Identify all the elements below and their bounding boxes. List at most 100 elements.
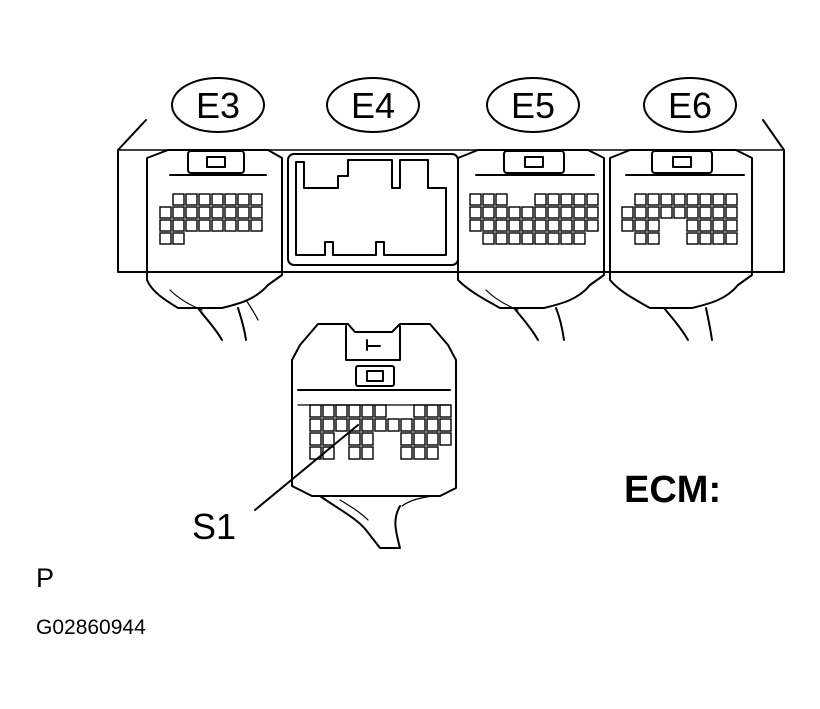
e6-pin-cavity [673,193,686,206]
e6-pin-cavity [634,206,647,219]
e5-pin-cavity [560,206,573,219]
s1-pin-cavity [361,418,374,432]
s1-pin-cavity [348,432,361,446]
s1-pin-cavity [426,446,439,460]
view-marker: P [36,563,55,593]
e3-pin-cavity [159,206,172,219]
e3-pin-cavity [237,193,250,206]
e6-pin-cavity [621,219,634,232]
e5-pin-cavity [573,206,586,219]
e3-pin-cavity [172,206,185,219]
e3-pin-cavity [198,193,211,206]
e5-pin-cavity [495,193,508,206]
label-oval-e5 [486,77,580,133]
connector-e5-plug [457,149,605,341]
connector-e3-plug [146,149,283,341]
e6-pin-cavity [647,193,660,206]
connector-s1-plug [291,323,457,549]
s1-pin-cavity [426,418,439,432]
s1-pin-cavity [309,418,322,432]
s1-pin-cavity [309,432,322,446]
s1-pin-cavity [400,446,413,460]
connector-label-e5: E5 [511,85,555,126]
e3-pin-cavity [198,219,211,232]
e6-pin-cavity [686,232,699,245]
connector-e6-plug [609,149,753,341]
s1-pin-cavity [361,404,374,418]
e5-pin-cavity [586,193,599,206]
e5-pin-cavity [521,219,534,232]
s1-pin-cavity [426,432,439,446]
e6-pin-cavity [634,219,647,232]
e6-pin-cavity [725,219,738,232]
s1-pin-cavity [439,432,452,446]
e3-pin-cavity [185,219,198,232]
e6-pin-cavity [712,232,725,245]
diagram-title: ECM: [624,469,722,511]
s1-pin-cavity [387,418,400,432]
e6-pin-cavity [660,193,673,206]
e5-pin-cavity [521,206,534,219]
e6-pin-cavity [634,232,647,245]
s1-pin-cavity [322,404,335,418]
label-oval-e6 [643,77,737,133]
connector-e4-socket [287,153,459,266]
s1-pin-cavity [348,404,361,418]
e3-pin-cavity [159,232,172,245]
s1-pin-cavity [361,432,374,446]
s1-pin-cavity [400,418,413,432]
e3-pin-cavity [211,219,224,232]
e3-pin-cavity [185,193,198,206]
ecm-housing [117,119,785,273]
e5-pin-cavity [534,232,547,245]
e5-pin-cavity [547,206,560,219]
e6-pin-cavity [673,206,686,219]
e6-pin-cavity [712,193,725,206]
e3-pin-cavity [211,193,224,206]
e6-pin-cavity [712,219,725,232]
e5-pin-cavity [534,219,547,232]
e5-pin-cavity [508,206,521,219]
e6-pin-cavity [660,206,673,219]
s1-pin-cavity [348,446,361,460]
e6-pin-cavity [647,232,660,245]
s1-pin-cavity [439,404,452,418]
e5-pin-cavity [586,206,599,219]
e3-pin-cavity [237,219,250,232]
e6-pin-cavity [699,193,712,206]
e5-pin-cavity [482,206,495,219]
connector-label-e4: E4 [351,85,395,126]
e3-pin-cavity [159,219,172,232]
e3-pin-cavity [237,206,250,219]
s1-pin-cavity [361,446,374,460]
s1-pin-cavity [439,418,452,432]
e6-pin-cavity [699,206,712,219]
e3-pin-cavity [250,193,263,206]
e6-pin-cavity [647,206,660,219]
e6-pin-cavity [686,193,699,206]
connector-label-e3: E3 [196,85,240,126]
e5-pin-cavity [482,193,495,206]
e6-pin-cavity [725,193,738,206]
s1-pin-cavity [413,432,426,446]
e6-pin-cavity [725,232,738,245]
s1-pin-cavity [374,404,387,418]
e5-pin-cavity [547,232,560,245]
e5-pin-cavity [508,232,521,245]
e6-pin-cavity [686,219,699,232]
e6-pin-cavity [634,193,647,206]
e6-pin-cavity [647,219,660,232]
connector-label-e6: E6 [668,85,712,126]
s1-pin-cavity [335,418,348,432]
e6-pin-cavity [725,206,738,219]
e5-pin-cavity [495,206,508,219]
e5-pin-cavity [534,206,547,219]
e5-pin-cavity [521,232,534,245]
s1-pin-cavity [348,418,361,432]
e5-pin-cavity [573,193,586,206]
e3-pin-cavity [198,206,211,219]
s1-pin-cavity [322,432,335,446]
e6-pin-cavity [686,206,699,219]
s1-pin-cavity [413,418,426,432]
